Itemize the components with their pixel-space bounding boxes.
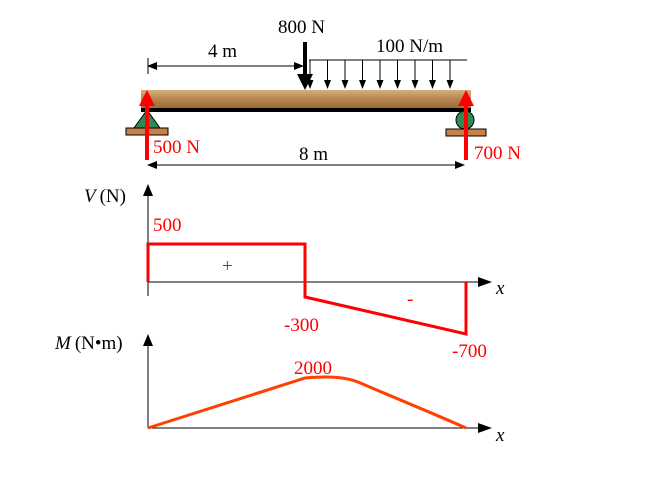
dim-4m-label: 4 m [208,41,237,62]
moment-y-axis-arrow [143,334,153,346]
point-load-label: 800 N [278,17,325,38]
shear-minus-sign: - [407,289,413,310]
moment-axis-title: M(N•m) [54,333,123,354]
dist-load-arrow-head [306,80,314,89]
shear-curve [146,242,468,336]
shear-label-500: 500 [153,215,182,236]
moment-x-axis-arrow [478,423,492,433]
beam-body [141,90,471,108]
reaction-right-head [458,90,474,106]
shear-label-minus300: -300 [284,315,319,336]
dist-load-arrow-head [376,80,384,89]
shear-label-minus700: -700 [452,341,487,362]
dist-load-arrows [306,60,454,89]
dist-load-arrow-head [324,80,331,89]
dist-load-arrow-head [446,80,454,89]
moment-diagram: M(N•m) x 2000 [54,333,505,446]
shear-plus-sign: + [222,256,233,277]
moment-label-2000: 2000 [294,358,332,379]
shear-y-axis-arrow [143,184,153,196]
dist-load-arrow-head [341,80,349,89]
dist-load-arrow-head [359,80,366,89]
moment-curve [147,375,467,430]
shear-diagram: V(N) x 500 + - -300 -700 [84,184,505,362]
reaction-left-label: 500 N [153,137,200,158]
beam-section: 4 m 800 N 100 N/m 500 N 700 N 8 m [125,17,521,169]
reaction-right-label: 700 N [474,143,521,164]
point-load-arrow-head [297,74,313,90]
dist-load-arrow-head [411,80,419,89]
dist-load-arrow-head [394,80,401,89]
dist-load-label: 100 N/m [376,36,443,57]
dim-8m-label: 8 m [299,144,328,165]
shear-x-axis-arrow [478,277,492,287]
shear-axis-title: V(N) [84,186,126,207]
shear-x-label: x [495,278,505,299]
moment-x-label: x [495,425,505,446]
reaction-left-head [139,90,155,106]
dist-load-arrow-head [429,80,436,89]
